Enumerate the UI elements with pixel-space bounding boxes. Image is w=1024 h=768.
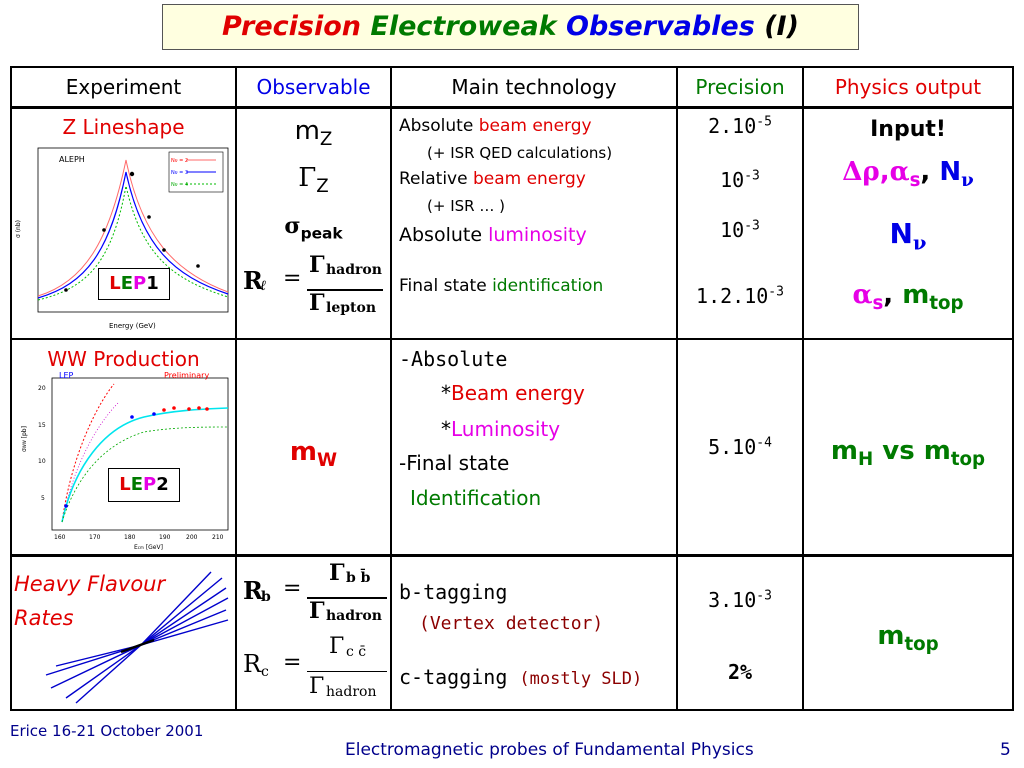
title-word-precision: Precision (222, 11, 361, 42)
physics-mh-vs-mtop: mH vs mtop (830, 436, 986, 471)
physics-mtop: mtop (877, 621, 939, 656)
footer-talk-title: Electromagnetic probes of Fundamental Ph… (345, 740, 754, 760)
plot-xlabel: Energy (GeV) (109, 322, 156, 330)
page-number: 5 (1000, 740, 1011, 760)
observable-rc: R c = Γ c c̄ Γ hadron (243, 634, 388, 708)
tech-absolute-beam-energy: Absolute beam energy (399, 116, 592, 136)
header-observable: Observable (256, 75, 371, 99)
svg-text:170: 170 (89, 534, 101, 541)
svg-text:180: 180 (124, 534, 136, 541)
tech-relative-beam-energy: Relative beam energy (399, 169, 586, 189)
tech-isr: (+ ISR … ) (427, 197, 505, 215)
svg-text:20: 20 (38, 385, 46, 392)
tech-vertex-detector: (Vertex detector) (419, 613, 604, 634)
jet-event-sketch-icon (45, 571, 229, 704)
tech-final-state: -Final state (399, 451, 510, 475)
observable-gamma-z: ΓZ (298, 163, 329, 198)
svg-text:200: 200 (186, 534, 198, 541)
footer-event-date: Erice 16-21 October 2001 (10, 722, 204, 740)
physics-input: Input! (870, 117, 946, 142)
svg-text:5: 5 (41, 495, 45, 502)
observable-mz: mZ (294, 116, 333, 151)
precision-5e-4: 5.10-4 (708, 435, 772, 459)
title-word-index: (I) (764, 11, 799, 42)
precision-3e-3: 3.10-3 (708, 588, 772, 612)
precision-1e-3-b: 10-3 (720, 218, 760, 242)
svg-text:σWW [pb]: σWW [pb] (21, 426, 28, 452)
header-physics-output: Physics output (834, 75, 982, 99)
tech-b-tagging: b-tagging (399, 580, 508, 604)
tech-absolute-luminosity: Absolute luminosity (399, 224, 587, 246)
svg-text:10: 10 (38, 458, 46, 465)
plot-label-aleph: ALEPH (59, 155, 85, 164)
header-experiment: Experiment (65, 75, 182, 99)
svg-text:190: 190 (159, 534, 171, 541)
title-word-observables: Observables (566, 11, 755, 42)
experiment-heavy-flavour: Heavy Flavour (14, 572, 166, 596)
svg-text:LEP: LEP (59, 372, 74, 380)
svg-text:15: 15 (38, 422, 46, 429)
observable-mw: mW (289, 437, 338, 472)
precision-1e-3-a: 10-3 (720, 168, 760, 192)
svg-text:Ecm [GeV]: Ecm [GeV] (134, 544, 163, 551)
tech-absolute: -Absolute (399, 347, 508, 371)
svg-text:Nν = 2: Nν = 2 (171, 158, 188, 164)
physics-nnu: Nν (889, 217, 927, 255)
lep1-label: LEP1 (98, 268, 170, 300)
tech-identification: Identification (410, 486, 542, 510)
precision-2pct: 2% (727, 660, 753, 684)
header-technology: Main technology (451, 75, 617, 99)
physics-alphas-mtop: αs, mtop (852, 280, 964, 315)
svg-text:160: 160 (54, 534, 66, 541)
experiment-ww-production: WW Production (47, 347, 200, 371)
slide-title: Precision Electroweak Observables (I) (162, 4, 859, 50)
title-word-electroweak: Electroweak (370, 11, 557, 42)
tech-c-tagging: c-tagging (mostly SLD) (399, 665, 643, 689)
header-precision: Precision (695, 75, 785, 99)
physics-drho-alphas-nnu: Δρ,αs, Nν (842, 157, 974, 192)
observable-rb: R b = Γ b b̄ Γ hadron (243, 560, 388, 634)
experiment-rates: Rates (14, 606, 74, 630)
experiment-z-lineshape: Z Lineshape (62, 115, 185, 139)
plot-ylabel: σ (nb) (15, 220, 22, 238)
tech-isr-qed: (+ ISR QED calculations) (427, 144, 613, 162)
lep2-label: LEP2 (108, 468, 180, 502)
precision-2e-5: 2.10-5 (708, 114, 772, 138)
precision-1-2e-3: 1.2.10-3 (696, 284, 784, 308)
observable-sigma-peak: σpeak (284, 213, 343, 243)
svg-text:210: 210 (212, 534, 224, 541)
svg-text:Preliminary: Preliminary (164, 372, 209, 380)
tech-luminosity: *Luminosity (441, 417, 561, 441)
svg-text:Nν = 3: Nν = 3 (171, 170, 188, 176)
tech-final-state-identification: Final state identification (399, 276, 604, 296)
tech-beam-energy: *Beam energy (441, 381, 585, 405)
ww-cross-section-plot: LEP Preliminary 20 15 10 5 160 170 180 1… (14, 372, 232, 552)
z-lineshape-plot: ALEPH σ (nb) Energy (GeV) Nν = 2 Nν = 3 … (14, 142, 232, 332)
observable-r-lepton: R ℓ = Γ hadron Γ lepton (243, 252, 383, 316)
svg-text:Nν = 4: Nν = 4 (171, 182, 188, 188)
